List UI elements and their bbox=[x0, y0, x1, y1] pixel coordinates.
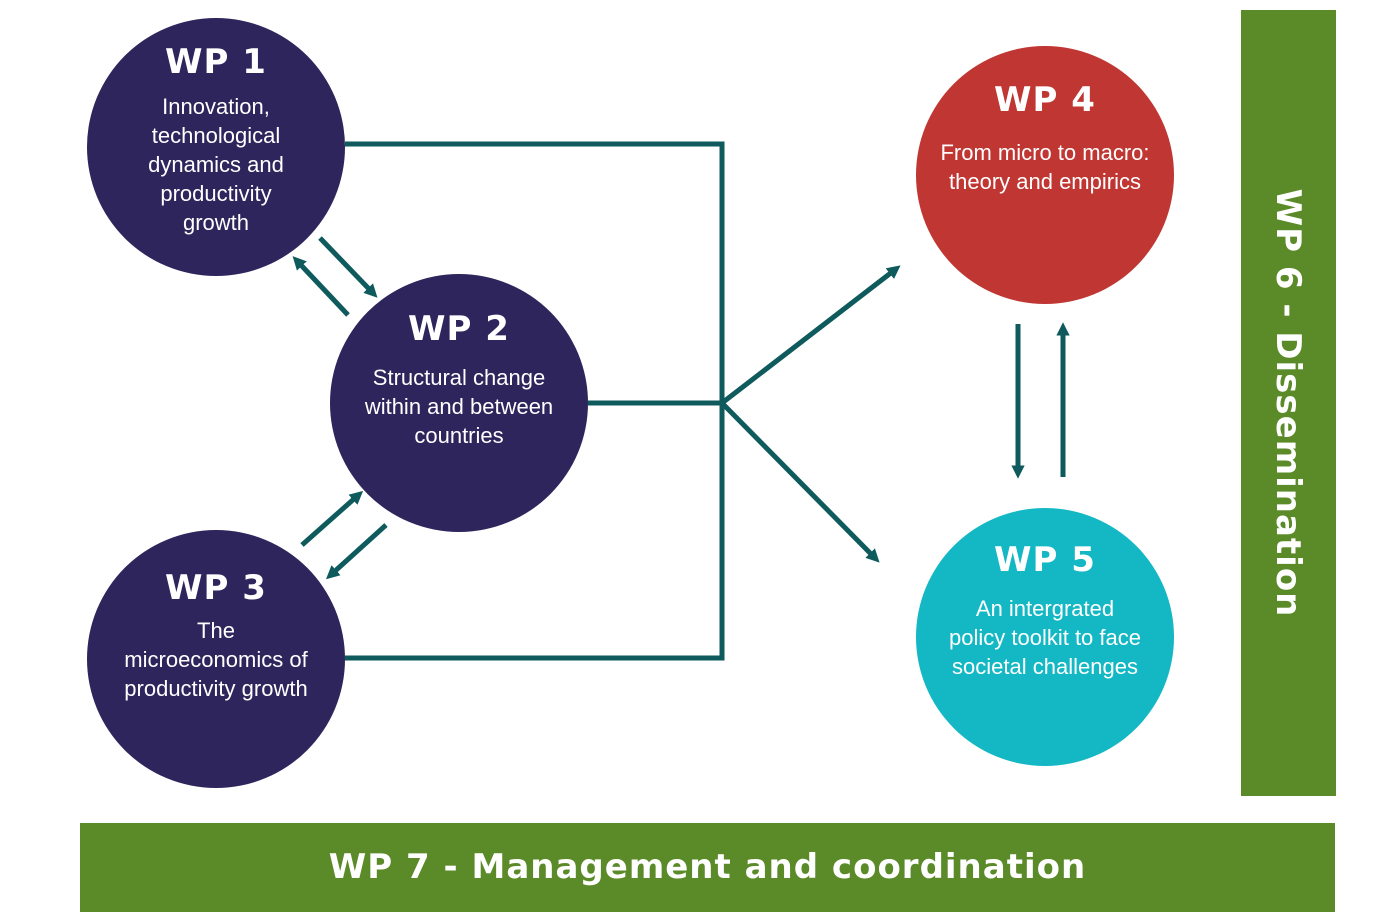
node-wp3: WP 3 The microeconomics of productivity … bbox=[87, 530, 345, 788]
arrow-wp1-to-wp2 bbox=[318, 236, 378, 298]
wp6-dissemination-bar: WP 6 - Dissemination bbox=[1241, 10, 1336, 796]
connector-wp1 bbox=[345, 141, 725, 403]
node-wp2: WP 2 Structural change within and betwee… bbox=[330, 274, 588, 532]
wp4-title: WP 4 bbox=[994, 80, 1096, 120]
connector-wp3 bbox=[345, 403, 725, 661]
arrow-to-wp4 bbox=[720, 265, 901, 405]
arrow-wp2-to-wp3 bbox=[325, 523, 388, 580]
wp7-label: WP 7 - Management and coordination bbox=[328, 847, 1087, 887]
wp5-title: WP 5 bbox=[994, 540, 1096, 580]
wp3-description: The microeconomics of productivity growt… bbox=[124, 618, 308, 701]
wp7-management-bar: WP 7 - Management and coordination bbox=[80, 823, 1335, 912]
node-wp1: WP 1 Innovation, technological dynamics … bbox=[87, 18, 345, 276]
wp1-description: Innovation, technological dynamics and p… bbox=[148, 94, 284, 235]
arrow-to-wp5 bbox=[720, 401, 880, 563]
arrow-wp2-to-wp1 bbox=[292, 256, 350, 317]
wp5-description: An intergrated policy toolkit to face so… bbox=[949, 596, 1141, 679]
wp3-title: WP 3 bbox=[165, 568, 267, 608]
wp2-description: Structural change within and between cou… bbox=[364, 365, 554, 448]
node-wp5: WP 5 An intergrated policy toolkit to fa… bbox=[916, 508, 1174, 766]
wp1-title: WP 1 bbox=[165, 42, 267, 82]
wp2-title: WP 2 bbox=[408, 309, 510, 349]
wp6-label: WP 6 - Dissemination bbox=[1268, 188, 1308, 618]
arrow-wp3-to-wp2 bbox=[300, 490, 364, 547]
wp4-description: From micro to macro: theory and empirics bbox=[940, 140, 1150, 194]
node-wp4: WP 4 From micro to macro: theory and emp… bbox=[916, 46, 1174, 304]
